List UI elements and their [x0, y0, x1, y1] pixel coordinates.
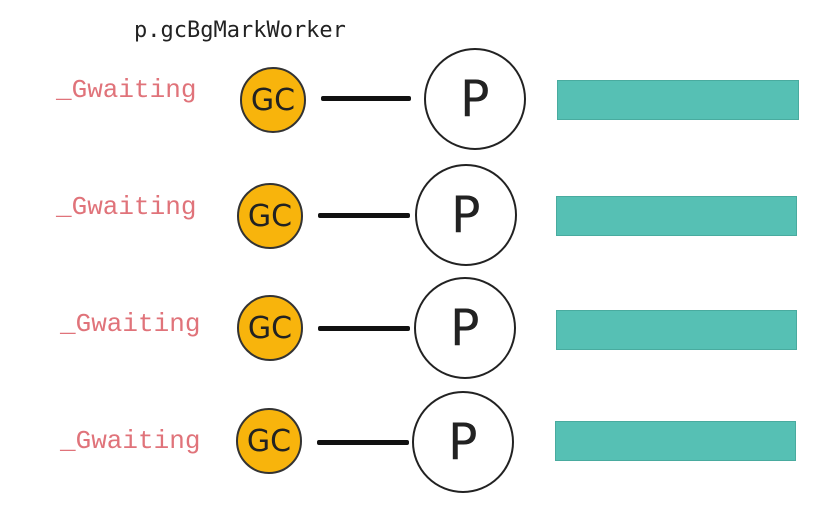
processor-work-bar: [557, 80, 799, 120]
processor-label: P: [449, 299, 481, 357]
gc-worker-node: GC: [237, 295, 303, 361]
processor-work-bar: [556, 196, 797, 236]
goroutine-state-label: _Gwaiting: [56, 192, 197, 222]
worker-row: _Gwaiting GC P: [0, 40, 836, 150]
gc-label: GC: [250, 82, 296, 118]
processor-work-bar: [556, 310, 797, 350]
processor-work-bar: [555, 421, 796, 461]
processor-node: P: [414, 277, 516, 379]
gc-label: GC: [247, 310, 293, 346]
gc-worker-node: GC: [236, 408, 302, 474]
worker-row: _Gwaiting GC P: [0, 274, 836, 379]
processor-label: P: [459, 70, 491, 128]
gc-worker-node: GC: [240, 67, 306, 133]
gc-to-p-link: [321, 96, 411, 101]
goroutine-state-label: _Gwaiting: [60, 426, 201, 456]
gc-to-p-link: [318, 213, 410, 218]
processor-node: P: [415, 164, 517, 266]
processor-node: P: [424, 48, 526, 150]
worker-row: _Gwaiting GC P: [0, 388, 836, 493]
goroutine-state-label: _Gwaiting: [60, 309, 201, 339]
gc-label: GC: [246, 423, 292, 459]
processor-node: P: [412, 391, 514, 493]
processor-label: P: [450, 186, 482, 244]
gc-to-p-link: [317, 440, 409, 445]
gc-to-p-link: [318, 326, 410, 331]
worker-row: _Gwaiting GC P: [0, 158, 836, 266]
gc-worker-node: GC: [237, 183, 303, 249]
goroutine-state-label: _Gwaiting: [56, 75, 197, 105]
gc-label: GC: [247, 198, 293, 234]
processor-label: P: [447, 413, 479, 471]
diagram-title: p.gcBgMarkWorker: [134, 18, 346, 43]
